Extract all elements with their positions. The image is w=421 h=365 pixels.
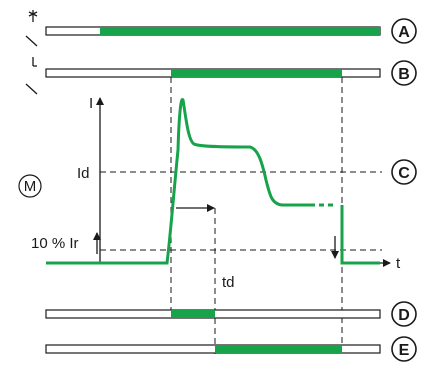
status-bar-a [45,26,381,36]
status-bar-d-active [171,310,215,318]
status-bar-b [45,68,381,78]
badge-a: A [391,18,417,44]
status-bar-e-active [215,345,342,353]
x-axis-label: t [396,255,401,272]
status-bar-a-active [100,27,380,35]
current-curve [46,98,310,265]
badge-e: E [391,336,417,362]
badge-c-label: C [398,165,410,182]
badge-d: D [391,301,417,327]
threshold-id-label: Id [77,165,90,182]
badge-d-label: D [398,307,410,324]
badge-m-label: M [24,178,37,195]
badge-b: B [391,60,417,86]
switch-b-symbol [25,57,38,95]
status-bar-e [45,344,381,354]
badge-m: M [18,174,42,198]
threshold-10pct-label: 10 % Ir [31,235,79,252]
current-curve-off [340,205,380,265]
delay-label: td [222,274,235,291]
status-bar-d [45,309,381,319]
y-axis-label: I [89,95,93,112]
switch-a-symbol [25,10,38,47]
status-bar-b-active [171,69,342,77]
badge-a-label: A [398,24,410,41]
badge-c: C [391,159,417,185]
badge-e-label: E [399,342,410,359]
badge-b-label: B [398,66,410,83]
